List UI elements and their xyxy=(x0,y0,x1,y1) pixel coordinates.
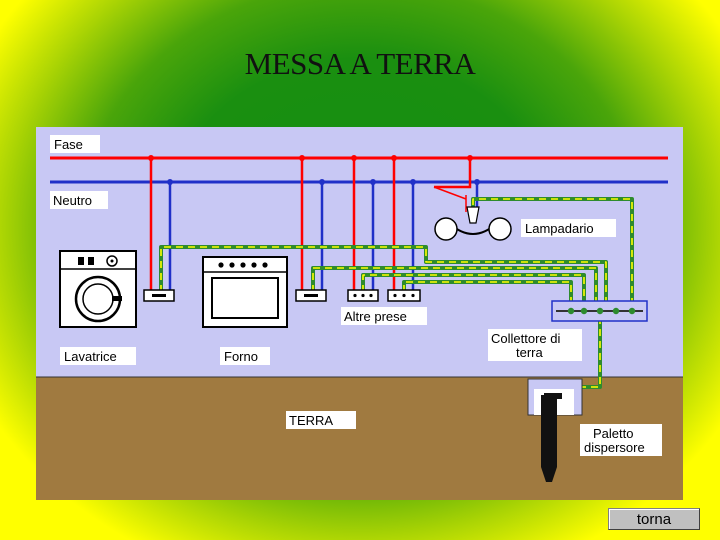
chandelier-icon xyxy=(434,206,512,241)
svg-text:Neutro: Neutro xyxy=(53,193,92,208)
back-button[interactable]: torna xyxy=(608,508,700,530)
oven-icon xyxy=(202,256,288,328)
label-neutro: Neutro xyxy=(50,191,108,209)
earthing-diagram: Fase Neutro Lampadario Altre prese Colle… xyxy=(36,127,683,500)
label-forno: Forno xyxy=(220,347,270,365)
svg-text:Altre prese: Altre prese xyxy=(344,309,407,324)
svg-text:Forno: Forno xyxy=(224,349,258,364)
socket-icon xyxy=(295,289,327,302)
slide-title: MESSA A TERRA xyxy=(244,46,476,81)
label-altre-prese: Altre prese xyxy=(341,307,427,325)
earth-collector-icon xyxy=(551,300,648,322)
socket-icon xyxy=(387,289,421,302)
svg-text:TERRA: TERRA xyxy=(289,413,333,428)
label-lampadario: Lampadario xyxy=(521,219,616,237)
svg-text:Collettore di: Collettore di xyxy=(491,331,560,346)
earth-rod-icon xyxy=(527,378,583,482)
washing-machine-icon xyxy=(59,250,137,328)
svg-text:Lavatrice: Lavatrice xyxy=(64,349,117,364)
label-lavatrice: Lavatrice xyxy=(60,347,136,365)
svg-text:Lampadario: Lampadario xyxy=(525,221,594,236)
svg-text:terra: terra xyxy=(516,345,544,360)
label-fase: Fase xyxy=(50,135,100,153)
label-paletto: Paletto dispersore xyxy=(580,424,662,456)
svg-text:Fase: Fase xyxy=(54,137,83,152)
earth-conductors xyxy=(159,197,634,389)
label-terra: TERRA xyxy=(286,411,356,429)
neutral-drops xyxy=(168,182,479,292)
svg-text:dispersore: dispersore xyxy=(584,440,645,455)
label-collettore: Collettore di terra xyxy=(488,329,582,361)
socket-icon xyxy=(347,289,379,302)
socket-icon xyxy=(143,289,175,302)
svg-text:Paletto: Paletto xyxy=(593,426,633,441)
